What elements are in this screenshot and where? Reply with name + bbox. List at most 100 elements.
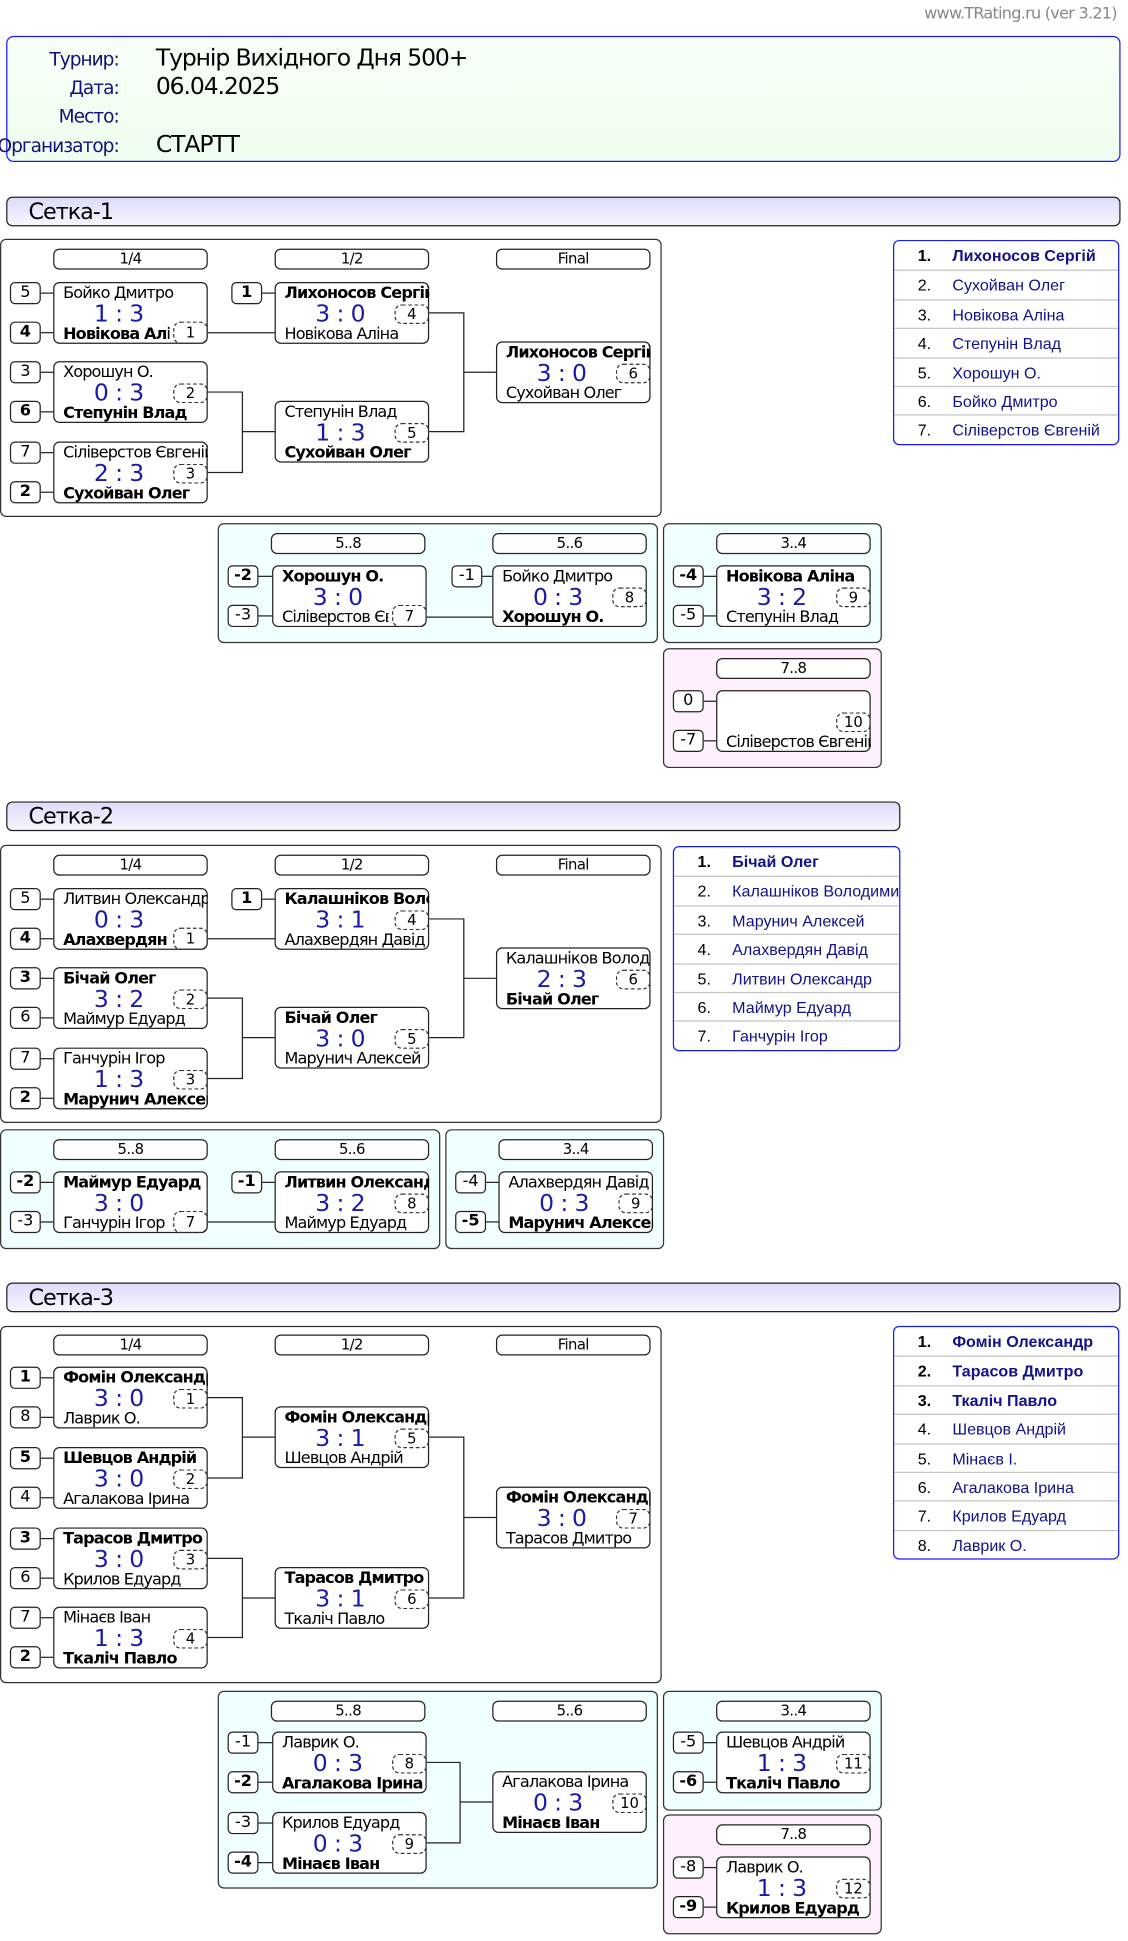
- standings-place: 4.: [697, 940, 711, 959]
- match-number: 4: [394, 304, 430, 325]
- tournament-info-box: Турнир: Турнір Вихідного Дня 500+ Дата: …: [0, 35, 1121, 163]
- seed-box: 4: [9, 321, 41, 344]
- standings-player-link[interactable]: Литвин Олександр: [732, 969, 873, 988]
- standings-row: 4.Шевцов Андрій: [894, 1413, 1119, 1443]
- connector-line: [207, 391, 244, 474]
- standings-player-link[interactable]: Шевцов Андрій: [952, 1420, 1067, 1439]
- seed-box: 5: [9, 888, 41, 911]
- standings-row: 6.Бойко Дмитро: [894, 385, 1119, 415]
- standings-player-link[interactable]: Сіліверстов Євгеній: [952, 420, 1100, 440]
- section-header-2[interactable]: Сетка-2: [6, 801, 901, 832]
- standings-player-link[interactable]: Бойко Дмитро: [952, 392, 1058, 411]
- seed-box: 8: [9, 1406, 41, 1429]
- match-number: 9: [836, 587, 871, 608]
- standings-player-link[interactable]: Мінаєв І.: [952, 1448, 1018, 1468]
- player-top: Бічай Олег: [284, 1009, 378, 1028]
- standings-row: 5.Мінаєв І.: [894, 1442, 1119, 1472]
- standings-player-link[interactable]: Фомін Олександр: [952, 1332, 1094, 1351]
- player-top: Литвин Олександр: [63, 890, 208, 910]
- standings-player-link[interactable]: Новікова Аліна: [952, 305, 1065, 324]
- standings-player-link[interactable]: Ганчурін Ігор: [732, 1026, 828, 1046]
- seed-box: -8: [672, 1856, 704, 1879]
- seed-box: 4: [9, 927, 41, 950]
- match-number: 3: [173, 1549, 208, 1570]
- match-number: 8: [392, 1753, 427, 1774]
- standings-row: 1. Фомін Олександр: [894, 1327, 1118, 1356]
- standings-player-link[interactable]: Тарасов Дмитро: [952, 1362, 1084, 1381]
- player-bottom: Алахвердян Давід: [284, 931, 425, 950]
- match-score: 0 : 3: [532, 583, 583, 611]
- seed-box: -3: [227, 604, 259, 628]
- standings-player-link[interactable]: Сухойван Олег: [952, 276, 1065, 295]
- match-score: 0 : 3: [539, 1189, 589, 1218]
- standings-player-link[interactable]: Крилов Едуард: [952, 1506, 1067, 1526]
- standings-player-link[interactable]: Ткаліч Павло: [952, 1391, 1058, 1410]
- match-number: 2: [173, 989, 208, 1010]
- player-top: Лаврик О.: [281, 1733, 360, 1753]
- info-row-date: Дата: 06.04.2025: [7, 73, 1095, 100]
- match-score: 3 : 2: [93, 985, 144, 1013]
- player-bottom: Ткаліч Павло: [284, 1610, 385, 1629]
- round-header: 1/4: [53, 248, 208, 270]
- standings-player-link[interactable]: Лаврик О.: [952, 1535, 1027, 1555]
- player-top: Шевцов Андрій: [63, 1449, 197, 1469]
- standings-player-link[interactable]: Агалакова Ірина: [952, 1477, 1074, 1497]
- standings-player-link[interactable]: Марунич Алексей: [732, 911, 865, 930]
- round-header: 5..6: [274, 1139, 430, 1161]
- seed-box: 5: [9, 281, 41, 305]
- site-version-link[interactable]: www.TRating.ru (ver 3.21): [924, 4, 1117, 24]
- player-bottom: Ганчурін Ігор: [63, 1214, 165, 1234]
- seed-box: -1: [231, 1171, 263, 1194]
- player-bottom: Хорошун О.: [502, 608, 604, 628]
- section-header-3[interactable]: Сетка-3: [6, 1282, 1121, 1313]
- standings-player-link[interactable]: Калашніков Володимир: [732, 882, 901, 901]
- standings-row: 4.Степунін Влад: [894, 327, 1119, 357]
- match-score: 1 : 3: [756, 1750, 807, 1778]
- player-bottom: Ткаліч Павло: [63, 1649, 177, 1669]
- info-label: Турнир:: [49, 48, 119, 71]
- standings-player-link[interactable]: Степунін Влад: [952, 334, 1062, 353]
- standings-place: 5.: [697, 969, 711, 988]
- standings-player-link[interactable]: Маймур Едуард: [732, 998, 852, 1017]
- standings-player-link[interactable]: Алахвердян Давід: [732, 940, 868, 959]
- standings-player-link[interactable]: Бічай Олег: [732, 852, 819, 871]
- standings-place: 1.: [917, 1332, 932, 1351]
- match-number: 5: [394, 1029, 430, 1049]
- section-header-1[interactable]: Сетка-1: [6, 196, 1121, 227]
- info-label: Дата:: [69, 76, 119, 99]
- standings-player-link[interactable]: Лихоносов Сергій: [952, 246, 1096, 265]
- player-bottom: Крилов Едуард: [726, 1899, 860, 1919]
- standings-player-link[interactable]: Хорошун О.: [952, 363, 1041, 382]
